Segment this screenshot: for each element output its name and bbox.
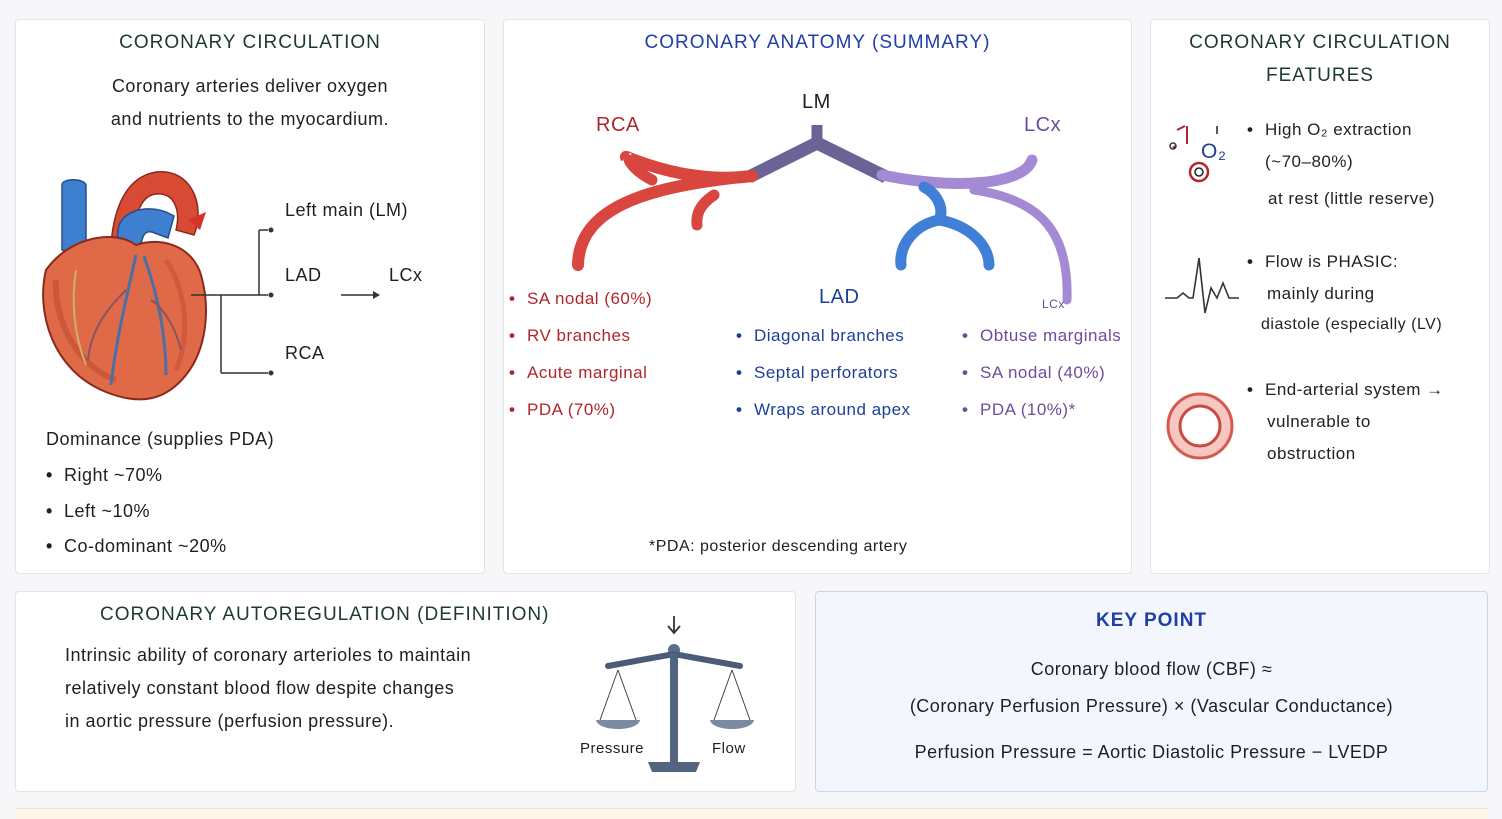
feature-3-line-3: obstruction xyxy=(1267,444,1356,463)
lad-branch-item: •Diagonal branches xyxy=(736,326,905,345)
definition-line-3: in aortic pressure (perfusion pressure). xyxy=(65,711,395,731)
vessel-cross-section-icon xyxy=(1166,392,1234,460)
oxygen-icon-label: O₂ xyxy=(1201,140,1227,163)
panel-title-line-1: CORONARY CIRCULATION xyxy=(1189,32,1451,53)
coronary-tree-diagram xyxy=(572,125,1072,305)
coronary-anatomy-panel: CORONARY ANATOMY (SUMMARY) LM RCA LCx LA… xyxy=(503,19,1132,574)
key-point-line-2: (Coronary Perfusion Pressure) × (Vascula… xyxy=(909,696,1394,716)
panel-title: KEY POINT xyxy=(1095,610,1208,631)
key-point-line-3: Perfusion Pressure = Aortic Diastolic Pr… xyxy=(914,742,1389,762)
lm-label: LM xyxy=(802,91,831,113)
autoregulation-panel: CORONARY AUTOREGULATION (DEFINITION) Int… xyxy=(15,591,796,792)
heart-illustration xyxy=(42,171,380,401)
dominance-item: •Right ~70% xyxy=(46,465,163,485)
lcx-label: LCx xyxy=(1024,114,1062,136)
scale-left-label: Pressure xyxy=(580,740,645,757)
lcx-branch-item: •Obtuse marginals xyxy=(962,326,1122,345)
circulation-features-panel: CORONARY CIRCULATION FEATURES O₂ •High O… xyxy=(1150,19,1490,574)
lcx-branch-item: •SA nodal (40%) xyxy=(962,363,1106,382)
feature-3-line-2: vulnerable to xyxy=(1267,412,1371,431)
feature-2-line-2: mainly during xyxy=(1267,284,1375,303)
panel-title: CORONARY AUTOREGULATION (DEFINITION) xyxy=(100,604,550,625)
ecg-waveform-icon xyxy=(1165,257,1239,314)
lcx-branch-item: •PDA (10%)* xyxy=(962,400,1076,419)
rca-branch-item: •Acute marginal xyxy=(509,363,648,382)
label-lcx: LCx xyxy=(389,265,423,285)
footnote: *PDA: posterior descending artery xyxy=(649,538,908,555)
description-line-1: Coronary arteries deliver oxygen xyxy=(111,76,389,96)
dominance-item: •Left ~10% xyxy=(46,501,151,521)
panel-title-line-2: FEATURES xyxy=(1266,65,1374,86)
scale-right-label: Flow xyxy=(712,740,746,757)
definition-line-1: Intrinsic ability of coronary arterioles… xyxy=(65,645,472,665)
panel-title: CORONARY CIRCULATION xyxy=(119,32,381,53)
feature-1-line-2: (~70–80%) xyxy=(1265,152,1354,171)
panel-title: CORONARY ANATOMY (SUMMARY) xyxy=(644,32,991,53)
feature-1-line-1: •High O₂ extraction xyxy=(1247,120,1412,139)
lad-branch-item: •Wraps around apex xyxy=(736,400,911,419)
rca-branch-item: •SA nodal (60%) xyxy=(509,289,653,308)
lad-branch-item: •Septal perforators xyxy=(736,363,899,382)
rca-branch-item: •PDA (70%) xyxy=(509,400,616,419)
rca-branch-item: •RV branches xyxy=(509,326,631,345)
dominance-item: •Co-dominant ~20% xyxy=(46,536,227,556)
oxygen-icon xyxy=(1169,125,1218,183)
label-lad: LAD xyxy=(285,265,322,285)
feature-1-line-3: at rest (little reserve) xyxy=(1268,189,1435,208)
definition-line-2: relatively constant blood flow despite c… xyxy=(65,678,455,698)
key-point-line-1: Coronary blood flow (CBF) ≈ xyxy=(1030,659,1273,679)
label-left-main: Left main (LM) xyxy=(285,200,409,220)
balance-scale-icon xyxy=(596,616,754,772)
coronary-circulation-panel: CORONARY CIRCULATION Coronary arteries d… xyxy=(15,19,485,574)
dominance-title: Dominance (supplies PDA) xyxy=(46,429,275,449)
lcx-small-label: LCx xyxy=(1042,297,1065,311)
feature-3-line-1: •End-arterial system → xyxy=(1247,380,1444,399)
lad-label: LAD xyxy=(819,286,860,308)
feature-2-line-3: diastole (especially (LV) xyxy=(1261,316,1443,333)
feature-2-line-1: •Flow is PHASIC: xyxy=(1247,252,1399,271)
rca-label: RCA xyxy=(596,114,640,136)
label-rca: RCA xyxy=(285,343,325,363)
bottom-strip xyxy=(15,808,1487,819)
description-line-2: and nutrients to the myocardium. xyxy=(110,109,390,129)
key-point-panel: KEY POINT Coronary blood flow (CBF) ≈ (C… xyxy=(815,591,1488,792)
